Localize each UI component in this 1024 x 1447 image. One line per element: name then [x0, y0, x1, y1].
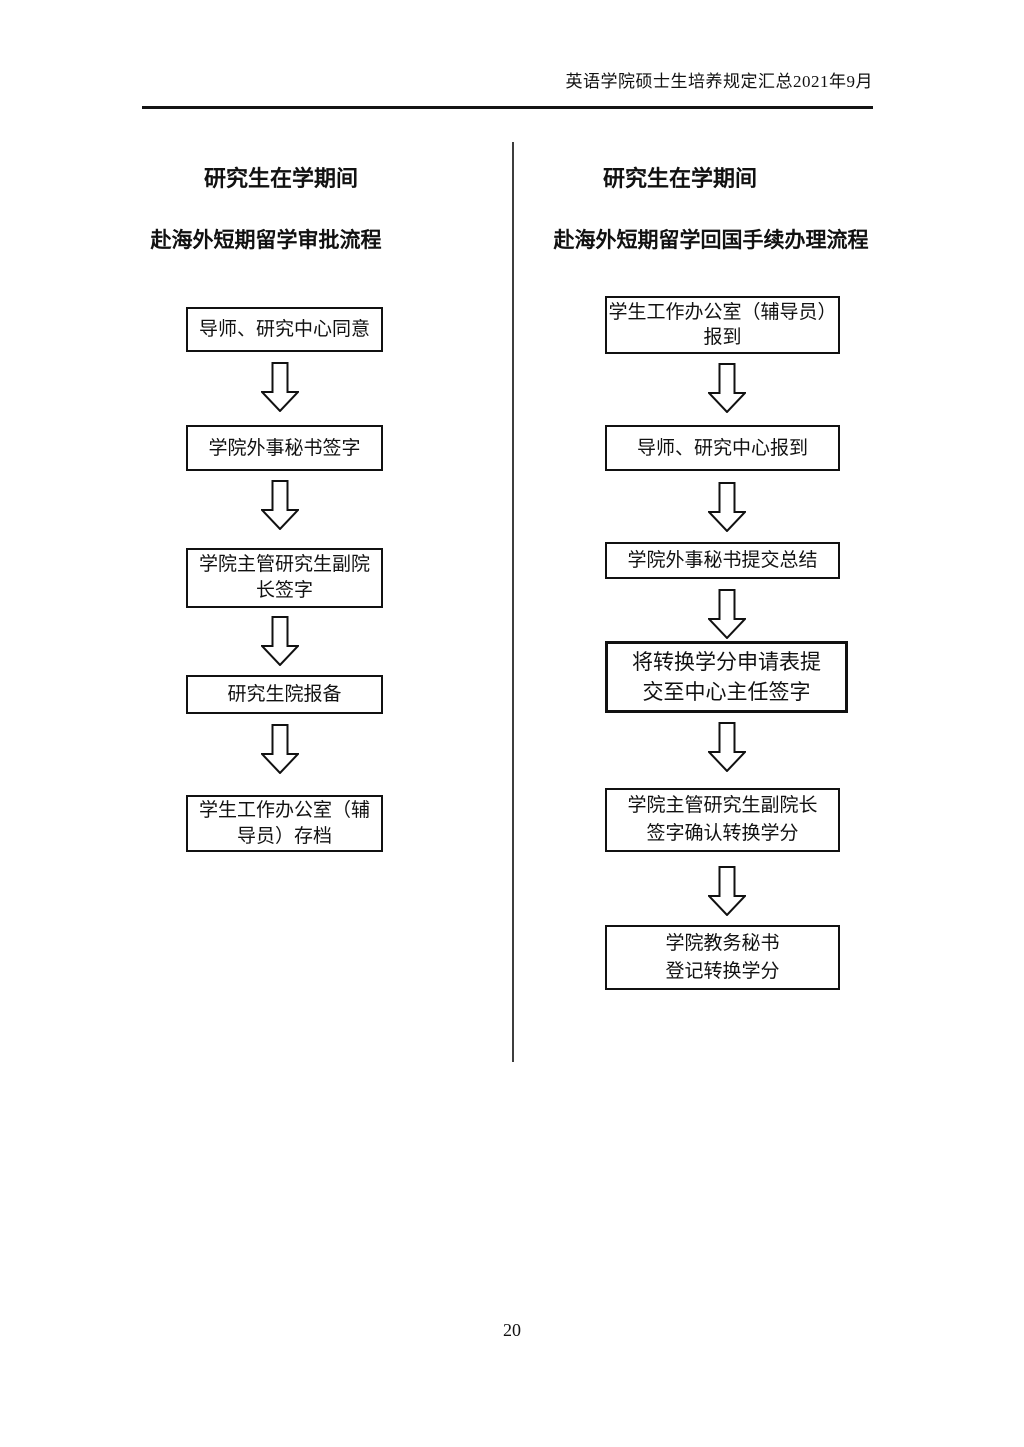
- flow-step-box: 学院外事秘书提交总结: [605, 542, 840, 579]
- flow-step-box: 导师、研究中心报到: [605, 425, 840, 471]
- flow-step-text: 导师、研究中心报到: [636, 437, 808, 459]
- flow-step-box: 导师、研究中心同意: [186, 307, 383, 352]
- arrow-down-icon: [708, 722, 746, 772]
- flow-step-text: 学生工作办公室（辅: [198, 799, 370, 821]
- flow-step-box: 学院主管研究生副院 长签字: [186, 548, 383, 608]
- arrow-down-icon: [708, 866, 746, 916]
- page-header-text: 英语学院硕士生培养规定汇总2021年9月: [565, 72, 873, 91]
- arrow-down-icon: [708, 482, 746, 532]
- flow-step-text: 签字确认转换学分: [646, 823, 799, 844]
- flow-step-text: 学院外事秘书签字: [208, 437, 361, 459]
- flow-step-box: 研究生院报备: [186, 675, 383, 714]
- flow-step-box: 将转换学分申请表提 交至中心主任签字: [605, 641, 848, 713]
- flow-step-text: 学院教务秘书: [665, 932, 780, 954]
- flow-step-text: 学生工作办公室（辅导员）: [608, 302, 837, 323]
- left-flow-title-line2: 赴海外短期留学审批流程: [150, 228, 382, 252]
- flow-step-box: 学院外事秘书签字: [186, 425, 383, 471]
- flow-step-box: 学生工作办公室（辅 导员）存档: [186, 795, 383, 852]
- flow-step-text: 登记转换学分: [665, 960, 780, 982]
- flow-step-text: 长签字: [255, 580, 313, 601]
- arrow-down-icon: [708, 589, 746, 639]
- right-flow-title-line1: 研究生在学期间: [602, 166, 757, 191]
- arrow-down-icon: [261, 616, 299, 666]
- arrow-down-icon: [261, 724, 299, 774]
- flow-step-text: 报到: [703, 327, 742, 348]
- left-flow-title-line1: 研究生在学期间: [203, 166, 358, 191]
- arrow-down-icon: [261, 480, 299, 530]
- header-rule: [142, 106, 873, 109]
- flow-step-text: 学院主管研究生副院: [198, 554, 370, 575]
- flow-step-text: 学院外事秘书提交总结: [627, 550, 818, 571]
- flow-step-box: 学院主管研究生副院长 签字确认转换学分: [605, 788, 840, 852]
- flow-step-text: 导员）存档: [236, 825, 332, 847]
- flow-step-text: 导师、研究中心同意: [198, 319, 370, 340]
- page-number: 20: [503, 1320, 521, 1340]
- right-flow-title-line2: 赴海外短期留学回国手续办理流程: [553, 228, 869, 252]
- flow-step-box: 学生工作办公室（辅导员） 报到: [605, 296, 840, 354]
- column-divider: [512, 142, 514, 1062]
- flow-step-text: 交至中心主任签字: [642, 680, 811, 704]
- arrow-down-icon: [708, 363, 746, 413]
- flow-step-text: 将转换学分申请表提: [632, 650, 821, 674]
- flow-step-box: 学院教务秘书 登记转换学分: [605, 925, 840, 990]
- arrow-down-icon: [261, 362, 299, 412]
- flow-step-text: 研究生院报备: [227, 684, 342, 705]
- flow-step-text: 学院主管研究生副院长: [627, 795, 818, 816]
